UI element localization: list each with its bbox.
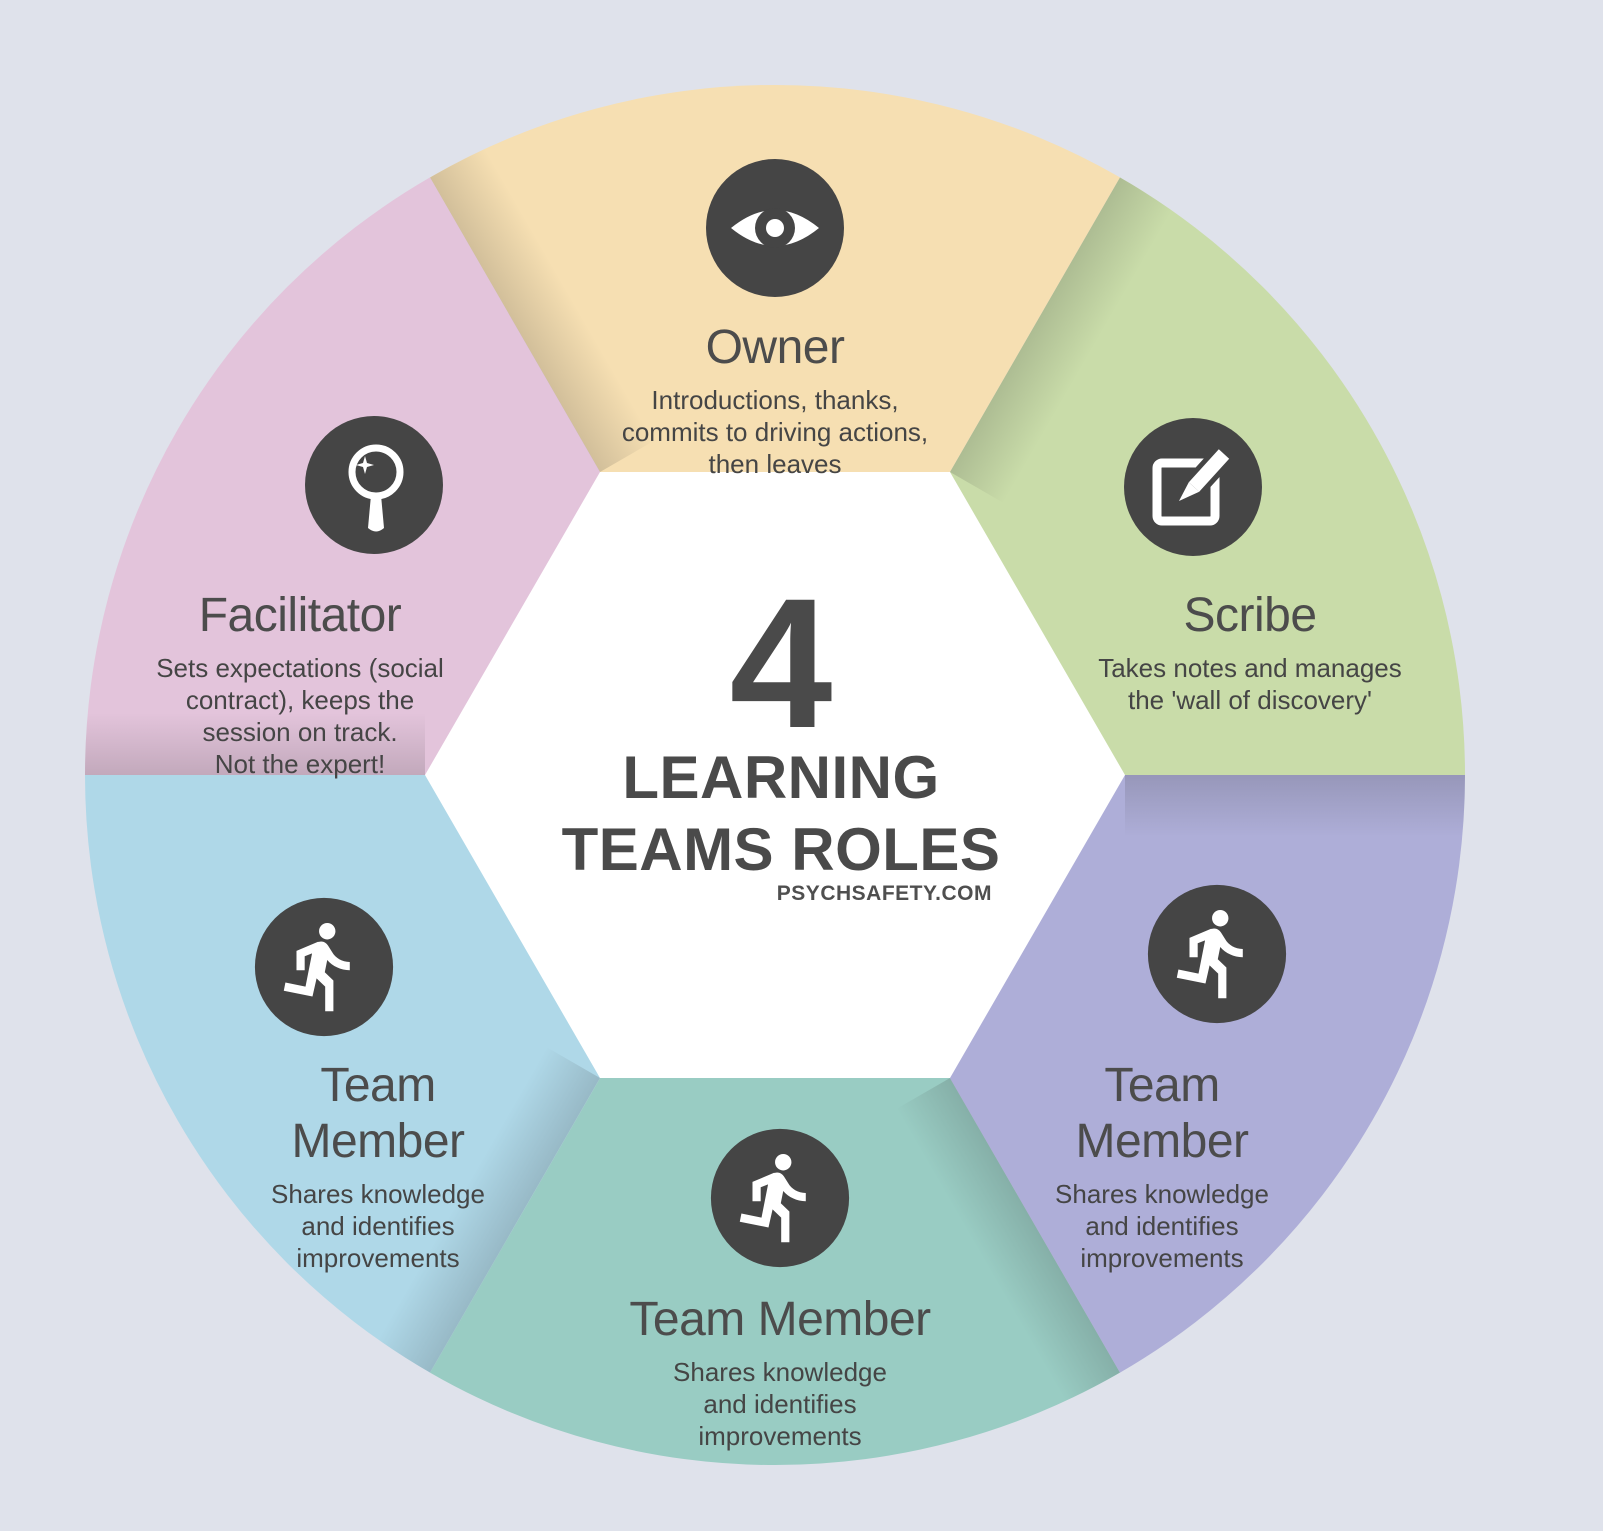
center-website: PSYCHSAFETY.COM — [776, 882, 992, 905]
segment-team-member-bottom-title: Team Member — [629, 1293, 931, 1346]
center-title: LEARNING TEAMS ROLES — [561, 744, 1001, 883]
runner-icon — [1147, 884, 1287, 1024]
segment-facilitator-description: Sets expectations (social contract), kee… — [156, 653, 444, 779]
segment-facilitator-title: Facilitator — [198, 589, 402, 642]
segment-owner-description: Introductions, thanks, commits to drivin… — [621, 385, 929, 479]
segment-team-member-right-text: Team Member Shares knowledge and identif… — [1012, 1058, 1312, 1274]
segment-team-member-right-description: Shares knowledge and identifies improvem… — [1055, 1179, 1269, 1273]
center-number: 4 — [729, 561, 833, 767]
center-hexagon — [425, 472, 1125, 1078]
magnifier-icon — [305, 416, 443, 554]
segment-team-member-bottom-description: Shares knowledge and identifies improvem… — [673, 1357, 887, 1451]
segment-scribe-description: Takes notes and manages the 'wall of dis… — [1098, 653, 1402, 715]
segment-scribe-text: Scribe Takes notes and manages the 'wall… — [1060, 588, 1440, 716]
segment-owner-wedge — [430, 84, 1120, 775]
segment-team-member-bottom-wedge — [430, 775, 1120, 1466]
runner-icon — [710, 1128, 850, 1268]
eye-icon — [706, 159, 844, 297]
segment-owner-title: Owner — [705, 321, 845, 374]
wedge-fold-shadows — [85, 146, 1465, 1404]
segment-team-member-left-title: Team Member — [291, 1059, 465, 1168]
segment-team-member-left-text: Team Member Shares knowledge and identif… — [228, 1058, 528, 1274]
segment-scribe-title: Scribe — [1183, 589, 1317, 642]
segment-facilitator-text: Facilitator Sets expectations (social co… — [110, 588, 490, 780]
segment-team-member-left-description: Shares knowledge and identifies improvem… — [271, 1179, 485, 1273]
segment-team-member-right-title: Team Member — [1075, 1059, 1249, 1168]
segment-team-member-bottom-text: Team Member Shares knowledge and identif… — [600, 1292, 960, 1452]
runner-icon — [254, 897, 394, 1037]
edit-icon — [1124, 418, 1262, 556]
segment-owner-text: Owner Introductions, thanks, commits to … — [565, 320, 985, 480]
